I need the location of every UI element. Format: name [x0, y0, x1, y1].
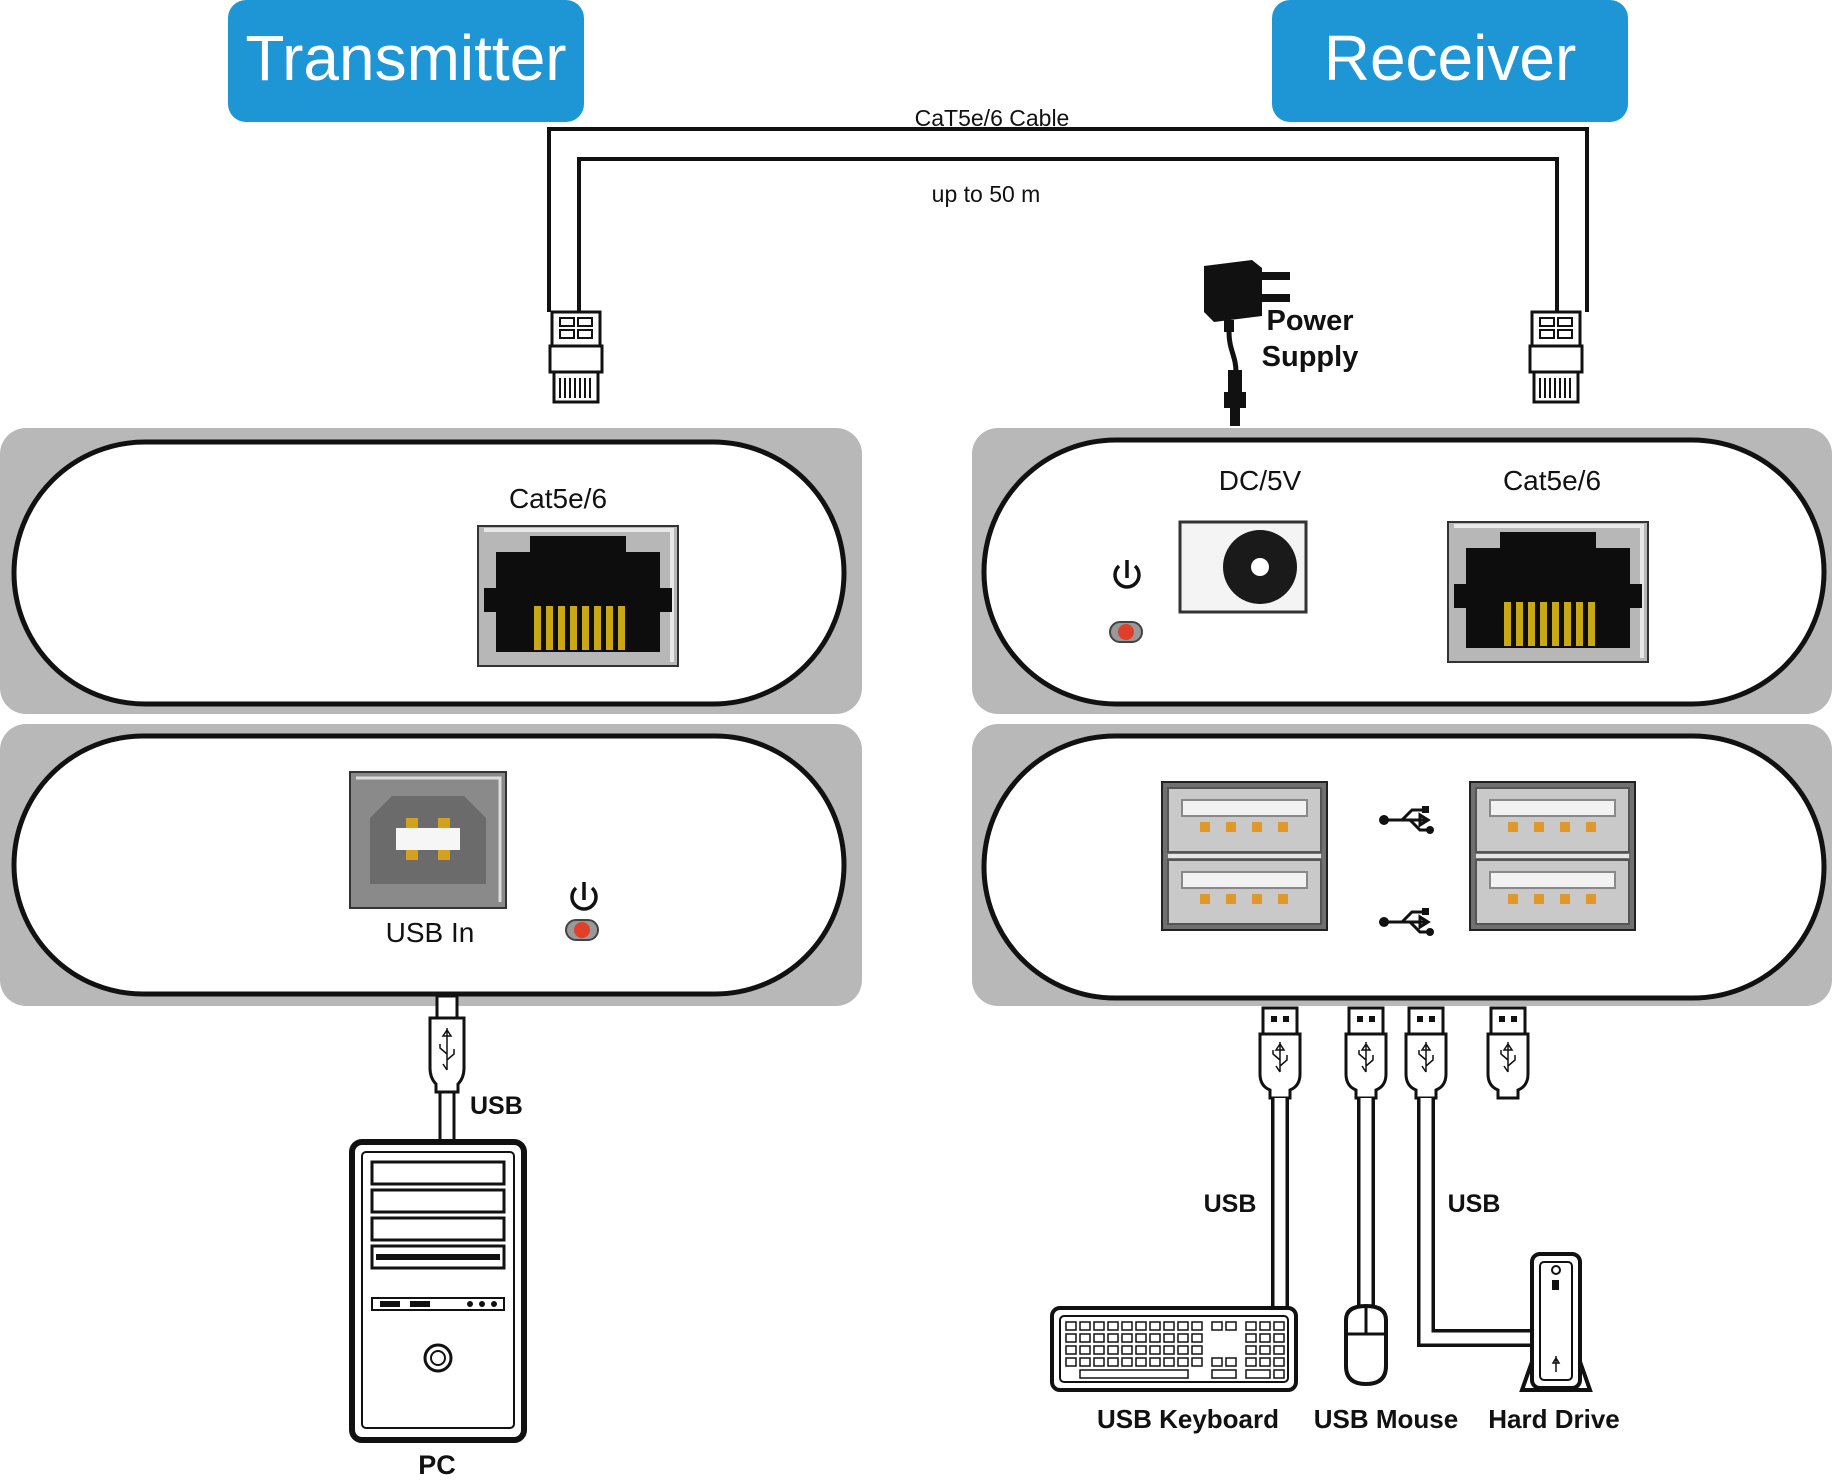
receiver-title: Receiver: [1324, 22, 1577, 94]
power-led: [565, 919, 599, 941]
pc-usb-label: USB: [470, 1092, 523, 1120]
mouse-label: USB Mouse: [1314, 1404, 1458, 1434]
hard-drive-label: Hard Drive: [1488, 1404, 1620, 1434]
usb-plug-icon: [1404, 1006, 1448, 1100]
receiver-cat-port-label: Cat5e/6: [1503, 465, 1601, 496]
keyboard-usb-label: USB: [1204, 1190, 1257, 1218]
transmitter-banner: [228, 0, 584, 122]
rj45-port-icon: [476, 524, 680, 668]
power-supply-label-1: Power: [1266, 305, 1353, 337]
keyboard-label: USB Keyboard: [1097, 1404, 1279, 1434]
usb-a-port-icon: [1469, 781, 1636, 931]
pc-label: PC: [418, 1450, 456, 1480]
rj45-port-icon: [1446, 520, 1650, 664]
usb-b-port-icon: [349, 771, 507, 909]
usb-plug-icon: [1486, 1006, 1530, 1100]
rj45-plug-icon: [548, 310, 604, 404]
power-icon: [1113, 560, 1141, 589]
dc-5v-label: DC/5V: [1219, 465, 1302, 496]
power-led: [1109, 621, 1143, 643]
usb-plug-icon: [1258, 1006, 1302, 1100]
power-adapter-icon: [1204, 260, 1290, 426]
rj45-plug-icon: [1528, 310, 1584, 404]
pc-tower-icon: [349, 1139, 527, 1443]
transmitter-title: Transmitter: [245, 22, 566, 94]
keyboard-icon: [1050, 1306, 1298, 1392]
transmitter-cat-port-label: Cat5e/6: [509, 483, 607, 514]
dc-jack-icon: [1178, 520, 1308, 614]
receiver-rear-panel: [972, 724, 1832, 1006]
transmitter-front-panel: [0, 428, 862, 714]
receiver-banner: [1272, 0, 1628, 122]
receiver-front-panel: [972, 428, 1832, 714]
hard-drive-icon: [1519, 1252, 1593, 1392]
usb-a-port-icon: [1161, 781, 1328, 931]
power-supply-label-2: Supply: [1262, 341, 1359, 373]
usb-in-label: USB In: [386, 917, 475, 948]
usb-plug-icon: [1344, 1006, 1388, 1100]
cable-distance: up to 50 m: [932, 181, 1041, 207]
drive-usb-label: USB: [1448, 1190, 1501, 1218]
pc-usb-cable: [428, 994, 466, 1144]
mouse-icon: [1344, 1303, 1388, 1387]
power-icon: [570, 882, 598, 911]
cat-cable: [547, 127, 1589, 312]
cable-label: CaT5e/6 Cable: [915, 105, 1070, 131]
device-usb-cables: [1271, 1098, 1536, 1347]
